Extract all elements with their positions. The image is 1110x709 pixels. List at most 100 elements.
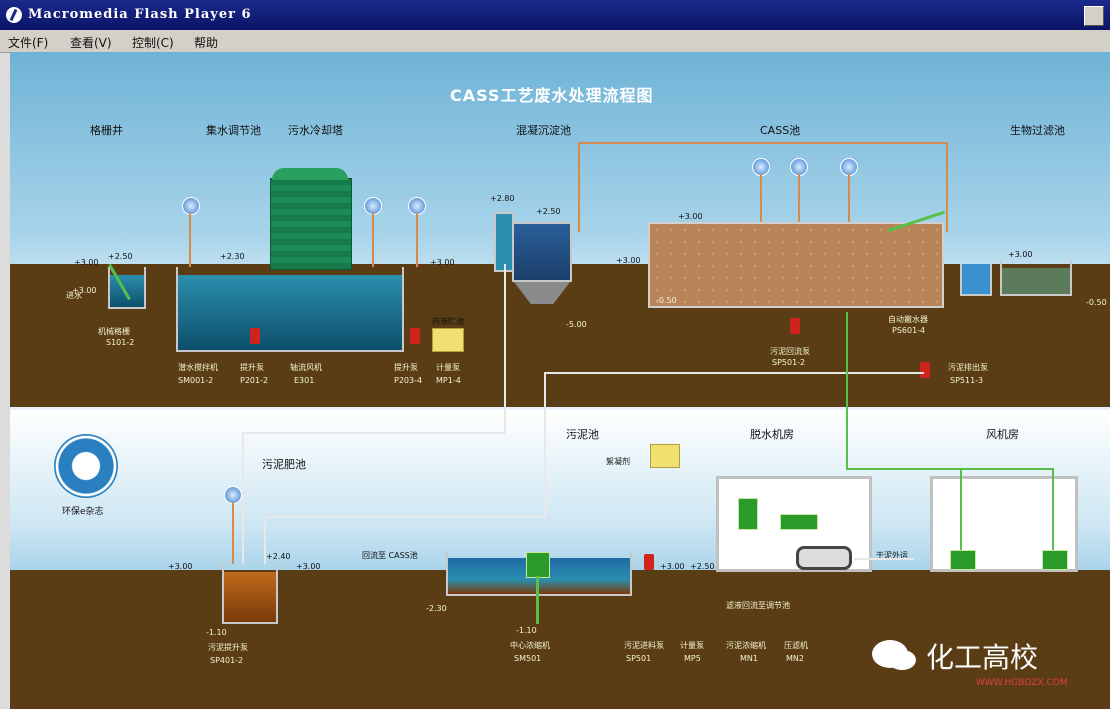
window-control-button[interactable] xyxy=(1084,6,1104,26)
equipment-name: 机械格栅 xyxy=(98,327,130,336)
bio-filter-tank xyxy=(1000,260,1072,296)
level-marker: -2.30 xyxy=(426,604,447,613)
level-marker: +3.00 xyxy=(430,258,455,267)
equipment-name: 提升泵 xyxy=(394,363,418,372)
equipment-name: 计量泵 xyxy=(680,641,704,650)
equipment-name: 污泥回流泵 xyxy=(770,347,810,356)
equipment-name: 压滤机 xyxy=(784,641,808,650)
thickener-drive xyxy=(526,552,550,578)
diagram-title: CASS工艺废水处理流程图 xyxy=(450,86,654,105)
equipment-code: S101-2 xyxy=(106,338,135,347)
dry-sludge-label: 干泥外运 xyxy=(876,551,908,560)
section-bio-filter: 生物过滤池 xyxy=(1010,124,1065,137)
cass-tank xyxy=(648,222,944,308)
equipment-name: 污泥排出泵 xyxy=(948,363,988,372)
equipment-code: MN1 xyxy=(740,654,758,663)
level-marker: +3.00 xyxy=(74,258,99,267)
equipment-name: 中心浓缩机 xyxy=(510,641,550,650)
watermark-text: 化工高校 xyxy=(926,641,1039,674)
level-marker: +3.00 xyxy=(660,562,685,571)
window-titlebar: Macromedia Flash Player 6 xyxy=(0,0,1110,30)
flow-meter-icon xyxy=(182,197,200,215)
filter-press xyxy=(780,514,818,530)
equipment-name: 污泥浓缩机 xyxy=(726,641,766,650)
chemical-tank-label: 药液贮池 xyxy=(432,317,464,326)
level-marker: +3.00 xyxy=(168,562,193,571)
level-marker: +3.00 xyxy=(296,562,321,571)
equipment-code: P201-2 xyxy=(240,376,269,385)
equipment-code: SP511-3 xyxy=(950,376,984,385)
section-cass-tank: CASS池 xyxy=(760,124,801,137)
section-screen-well: 格栅井 xyxy=(90,124,123,137)
blower-icon xyxy=(1042,550,1068,570)
blower-icon xyxy=(950,550,976,570)
section-blower-room: 风机房 xyxy=(986,428,1019,441)
inflow-label: 进水 xyxy=(66,291,82,300)
logo-text: 环保e杂志 xyxy=(62,507,104,517)
clarifier-hopper xyxy=(514,282,570,304)
section-dewatering-room: 脱水机房 xyxy=(750,428,794,441)
menu-control[interactable]: 控制(C) xyxy=(132,36,174,50)
equipment-code: SP501 xyxy=(626,654,652,663)
equipment-code: E301 xyxy=(294,376,315,385)
cooling-tower xyxy=(270,178,352,270)
level-marker: +3.00 xyxy=(1008,250,1033,259)
equipment-name: 轴流风机 xyxy=(290,363,322,372)
level-marker: -1.10 xyxy=(206,628,227,637)
level-marker: -0.50 xyxy=(1086,298,1107,307)
level-marker: -5.00 xyxy=(566,320,587,329)
equipment-code: MP1-4 xyxy=(436,376,461,385)
flocculant-label: 絮凝剂 xyxy=(606,457,630,466)
level-marker: +2.30 xyxy=(220,252,245,261)
lift-pump xyxy=(250,328,260,344)
section-equalization-tank: 集水调节池 xyxy=(206,124,261,137)
logo-icon xyxy=(54,434,118,498)
chemical-dosing-tank xyxy=(432,328,464,352)
window-title: Macromedia Flash Player 6 xyxy=(28,7,252,22)
flash-player-icon xyxy=(6,7,22,23)
menu-view[interactable]: 查看(V) xyxy=(70,36,112,50)
sludge-discharge-pump xyxy=(920,362,930,378)
sky-lower xyxy=(10,410,1110,570)
intermediate-tank xyxy=(960,264,992,296)
sludge-return-pump xyxy=(790,318,800,334)
level-marker: +3.00 xyxy=(616,256,641,265)
filtrate-label: 滤液回流至调节池 xyxy=(726,601,790,610)
return-label: 回流至 CASS池 xyxy=(362,551,418,560)
mixing-tank xyxy=(494,212,514,272)
equipment-code: SM501 xyxy=(514,654,542,663)
equipment-code: MP5 xyxy=(684,654,701,663)
sludge-thickener-machine xyxy=(738,498,758,530)
level-marker: +2.50 xyxy=(690,562,715,571)
section-coagulation-tank: 混凝沉淀池 xyxy=(516,124,571,137)
equipment-name: 计量泵 xyxy=(436,363,460,372)
level-marker: +3.00 xyxy=(678,212,703,221)
equipment-name: 自动撇水器 xyxy=(888,315,928,324)
wechat-icon xyxy=(872,640,908,668)
level-marker: +2.80 xyxy=(490,194,515,203)
equipment-name: 提升泵 xyxy=(240,363,264,372)
sludge-feed-pump xyxy=(644,554,654,570)
equipment-code: SM001-2 xyxy=(178,376,214,385)
menu-help[interactable]: 帮助 xyxy=(194,36,219,50)
menu-bar: 文件(F) 查看(V) 控制(C) 帮助 xyxy=(0,30,1110,53)
section-sludge-tank: 污泥池 xyxy=(566,428,599,441)
divider xyxy=(10,407,1110,410)
coagulation-clarifier xyxy=(512,222,572,282)
level-marker: -1.10 xyxy=(516,626,537,635)
level-marker: +2.50 xyxy=(536,207,561,216)
flocculant-tank xyxy=(650,444,680,468)
belt-press xyxy=(796,546,852,570)
equipment-code: SP501-2 xyxy=(772,358,806,367)
level-marker: +2.50 xyxy=(108,252,133,261)
equipment-name: 污泥提升泵 xyxy=(208,643,248,652)
level-marker: -0.50 xyxy=(656,296,677,305)
level-marker: +3.00 xyxy=(72,286,97,295)
watermark-url: WWW.HGBDZX.COM xyxy=(976,678,1068,688)
menu-file[interactable]: 文件(F) xyxy=(8,36,49,50)
cooling-tower-top xyxy=(272,168,348,180)
equipment-name: 污泥进料泵 xyxy=(624,641,664,650)
equipment-name: 潜水搅拌机 xyxy=(178,363,218,372)
equipment-code: P203-4 xyxy=(394,376,423,385)
equipment-code: PS601-4 xyxy=(892,326,926,335)
